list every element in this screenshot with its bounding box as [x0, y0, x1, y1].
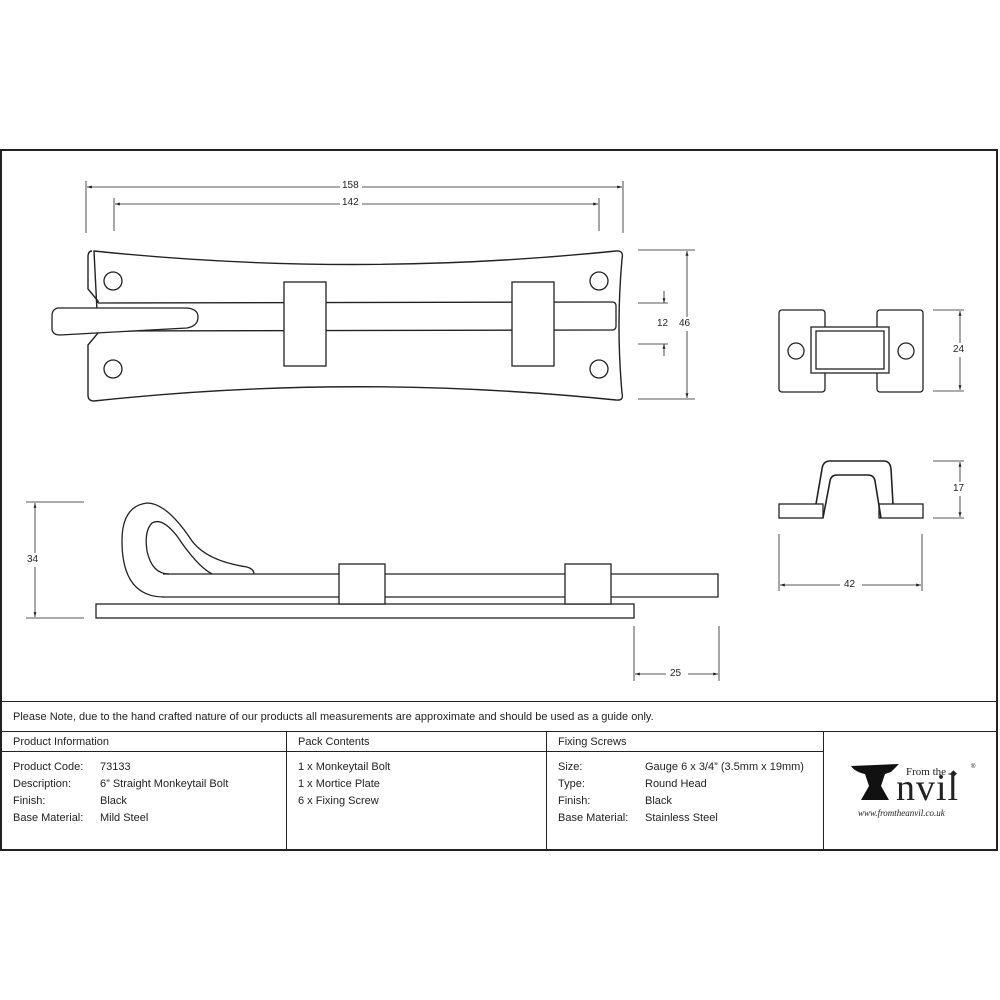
- dim-fixing-centres: 142: [342, 197, 359, 208]
- keep-top-view: [778, 309, 970, 393]
- technical-drawing: [24, 179, 970, 681]
- top-view: [51, 179, 696, 402]
- info-table: Product Information Product Code:73133 D…: [2, 732, 998, 851]
- screw-type-row: Type:Round Head: [558, 778, 707, 790]
- logo-url: www.fromtheanvil.co.uk: [858, 808, 945, 818]
- technical-drawing-sheet: 158 142 12 46 24 17 42 34 25 Please Note…: [0, 149, 998, 851]
- measurement-note: Please Note, due to the hand crafted nat…: [2, 701, 998, 732]
- dim-keep-height: 24: [953, 344, 965, 355]
- logo-dot: ◆: [950, 768, 957, 778]
- dim-side-height: 34: [27, 554, 39, 565]
- pack-item: 1 x Monkeytail Bolt: [298, 761, 391, 773]
- logo-registered: ®: [971, 764, 976, 770]
- description-value: 6” Straight Monkeytail Bolt: [100, 778, 229, 790]
- finish-row: Finish:Black: [13, 793, 286, 810]
- dim-bolt-projection: 25: [670, 668, 682, 679]
- anvil-icon: [851, 764, 899, 800]
- product-code-row: Product Code:73133: [13, 759, 286, 776]
- base-material-row: Base Material:Mild Steel: [13, 810, 286, 827]
- pack-contents-column: Pack Contents 1 x Monkeytail Bolt 1 x Mo…: [287, 732, 547, 851]
- dim-keep-width: 42: [844, 579, 856, 590]
- base-material-value: Mild Steel: [100, 812, 149, 824]
- screw-material-row: Base Material:Stainless Steel: [558, 812, 718, 824]
- pack-contents-heading: Pack Contents: [287, 732, 546, 752]
- note-text: Please Note, due to the hand crafted nat…: [13, 711, 654, 723]
- dim-bolt-width: 12: [657, 318, 669, 329]
- product-code-value: 73133: [100, 761, 131, 773]
- logo-from-the: From the: [906, 766, 947, 778]
- screw-size-row: Size:Gauge 6 x 3/4” (3.5mm x 19mm): [558, 761, 804, 773]
- description-row: Description:6” Straight Monkeytail Bolt: [13, 776, 286, 793]
- side-view: [24, 501, 720, 681]
- dim-overall-length: 158: [342, 180, 359, 191]
- product-information-heading: Product Information: [2, 732, 286, 752]
- pack-item: 1 x Mortice Plate: [298, 778, 380, 790]
- dim-plate-height: 46: [679, 318, 691, 329]
- dim-keep-side-height: 17: [953, 483, 965, 494]
- pack-item: 6 x Fixing Screw: [298, 795, 379, 807]
- brand-logo: From the ◆ nvil ® www.fromtheanvil.co.uk: [824, 732, 998, 851]
- finish-value: Black: [100, 795, 127, 807]
- fixing-screws-heading: Fixing Screws: [547, 732, 823, 752]
- fixing-screws-column: Fixing Screws Size:Gauge 6 x 3/4” (3.5mm…: [547, 732, 824, 851]
- screw-finish-row: Finish:Black: [558, 795, 672, 807]
- product-information-column: Product Information Product Code:73133 D…: [2, 732, 287, 851]
- keep-side-view: [778, 460, 970, 592]
- logo-brand: nvil: [896, 767, 960, 809]
